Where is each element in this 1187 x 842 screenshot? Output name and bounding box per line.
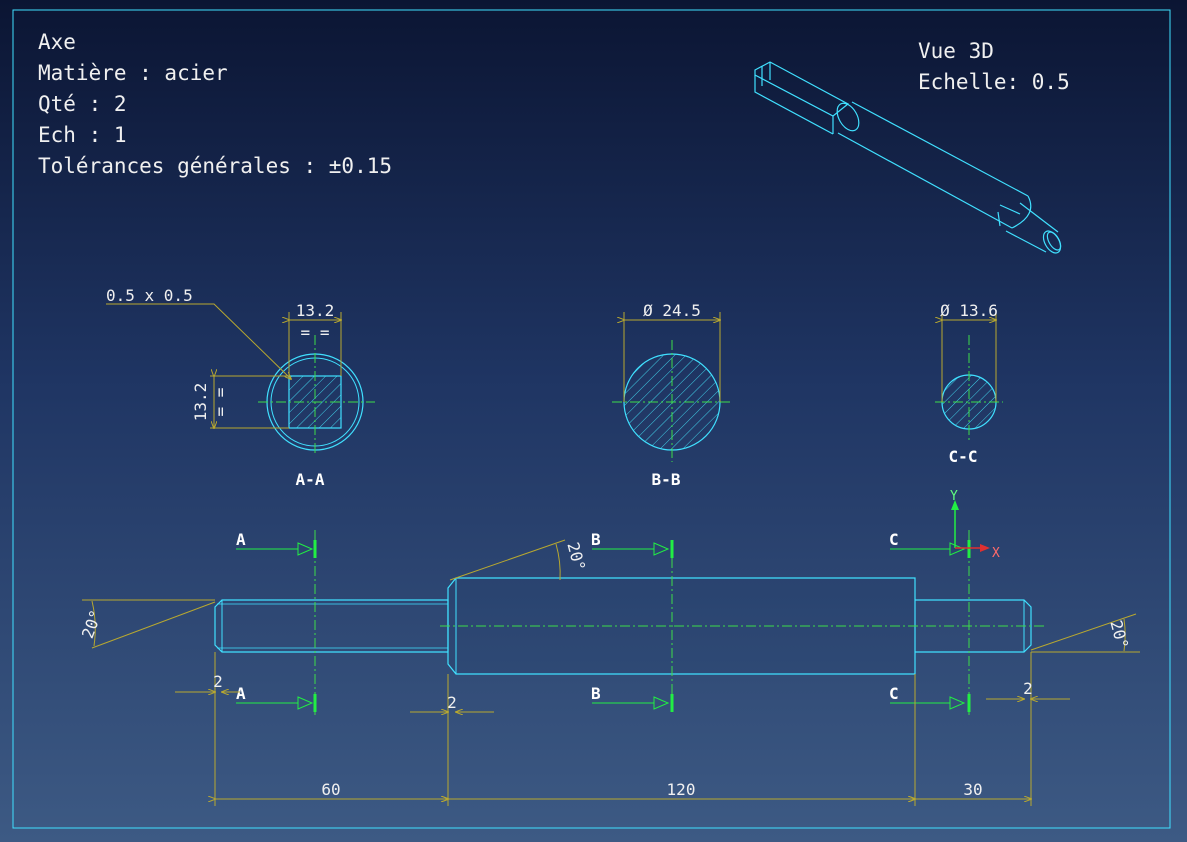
dim-length-120: 120: [667, 780, 696, 799]
view3d-title: Vue 3D Echelle: 0.5: [918, 39, 1070, 94]
main-view: [214, 577, 1045, 675]
section-aa-label: A-A: [296, 470, 325, 489]
section-cc-label: C-C: [949, 447, 978, 466]
aa-width-dim: 13.2: [296, 301, 335, 320]
quantity: Qté : 2: [38, 92, 127, 116]
axis-y-label: Y: [950, 489, 958, 504]
dim-length-30: 30: [963, 780, 982, 799]
cutting-plane-b: B B: [591, 530, 674, 715]
cutting-plane-c: C C: [889, 530, 971, 715]
angle-right: 20°: [1106, 618, 1132, 651]
dim-length-60: 60: [321, 780, 340, 799]
section-cc: Ø 13.6 C-C: [935, 301, 1003, 466]
cut-a-top-letter: A: [236, 530, 246, 549]
drawing-frame: [12, 9, 1171, 829]
dimensions: [82, 539, 1140, 806]
dim-chamfer-mid: 2: [447, 693, 457, 712]
cc-diameter-dim: Ø 13.6: [940, 301, 998, 320]
scale: Ech : 1: [38, 123, 127, 147]
cut-c-top-letter: C: [889, 530, 899, 549]
material: Matière : acier: [38, 61, 228, 85]
dim-chamfer-left: 2: [213, 672, 223, 691]
title-block: Axe Matière : acier Qté : 2 Ech : 1 Tolé…: [38, 30, 392, 178]
section-bb-label: B-B: [652, 470, 681, 489]
axis-x-label: X: [992, 546, 1000, 561]
cutting-plane-a: A A: [236, 530, 317, 715]
aa-equal-v: = =: [211, 388, 230, 417]
general-tolerance: Tolérances générales : ±0.15: [38, 154, 392, 178]
aa-chamfer-note: 0.5 x 0.5: [106, 286, 193, 305]
section-bb: Ø 24.5 B-B: [612, 301, 732, 489]
bb-diameter-dim: Ø 24.5: [643, 301, 701, 320]
part-name: Axe: [38, 30, 76, 54]
iso-view-3d: [754, 61, 1062, 254]
section-aa: 13.2 = = 13.2 = = 0.5 x 0.5 A-A: [106, 286, 375, 489]
cut-b-top-letter: B: [591, 530, 601, 549]
aa-equal-h: = =: [301, 323, 330, 342]
view3d-label: Vue 3D: [918, 39, 994, 63]
aa-height-dim: 13.2: [191, 383, 210, 422]
cut-b-bottom-letter: B: [591, 684, 601, 703]
view3d-scale: Echelle: 0.5: [918, 70, 1070, 94]
axis-triad: Y X: [950, 489, 1000, 561]
dim-chamfer-right: 2: [1023, 679, 1033, 698]
angle-mid: 20°: [563, 540, 589, 573]
angle-left: 20°: [78, 607, 106, 641]
cut-c-bottom-letter: C: [889, 684, 899, 703]
cut-a-bottom-letter: A: [236, 684, 246, 703]
